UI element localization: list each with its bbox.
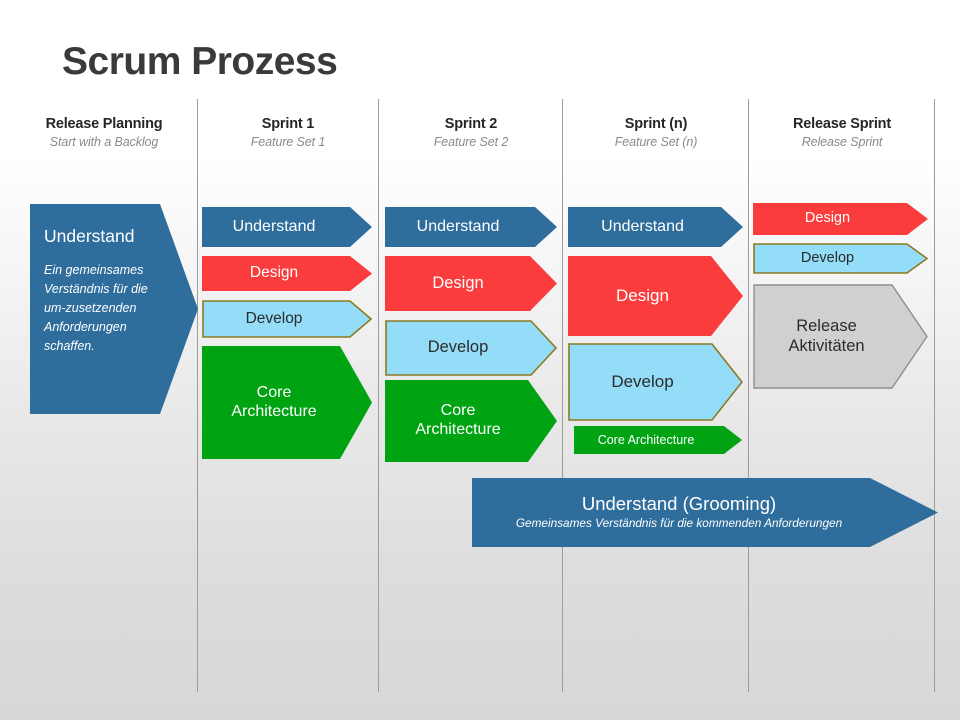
column-header-sprint-1: Sprint 1 Feature Set 1 [198,115,378,151]
chevron-shape [202,346,372,459]
column-header-release-planning: Release Planning Start with a Backlog [14,115,194,151]
chevron-shape [568,207,743,247]
chevron-understand-grooming[interactable]: Understand (Grooming) Gemeinsames Verstä… [472,478,938,547]
chevron-shape [385,256,557,311]
chevron-label: Design [432,273,484,292]
chevron-label: Understand [601,217,684,235]
column-divider-5 [934,99,935,692]
chevron-label: Develop [427,338,489,357]
chevron-shape [385,380,557,462]
chevron-label: Design [804,210,851,227]
chevron-sprint1-understand[interactable]: Understand [202,207,372,247]
column-subtitle: Release Sprint [801,135,883,149]
chevron-label: Develop [611,371,674,391]
chevron-sprintn-core-architecture[interactable]: Core Architecture [574,426,742,454]
column-subtitle: Feature Set (n) [614,135,698,149]
chevron-subtitle: Gemeinsames Verständnis für die kommende… [515,515,843,530]
chevron-label: Core Architecture [231,383,317,420]
chevron-sprint2-design[interactable]: Design [385,256,557,311]
chevron-label: Understand (Grooming) [581,493,777,515]
chevron-sprint1-design[interactable]: Design [202,256,372,291]
chevron-shape [385,320,557,376]
column-divider-4 [748,99,749,692]
chevron-label: Design [616,285,669,305]
column-subtitle: Feature Set 1 [250,135,326,149]
chevron-shape [753,203,928,235]
chevron-sprint2-understand[interactable]: Understand [385,207,557,247]
chevron-shape [753,243,928,274]
chevron-label: Develop [800,249,855,266]
column-header-sprint-2: Sprint 2 Feature Set 2 [380,115,562,151]
chevron-shape [753,284,928,389]
chevron-sprint1-develop[interactable]: Develop [202,300,372,338]
column-title: Release Planning [45,116,163,132]
column-title: Sprint 2 [444,116,498,132]
chevron-shape [574,426,742,454]
chevron-shape [30,204,198,414]
chevron-shape [568,256,743,336]
chevron-sprintn-develop[interactable]: Develop [568,343,743,421]
chevron-release-sprint-release-activities[interactable]: Release Aktivitäten [753,284,928,389]
chevron-sprint2-develop[interactable]: Develop [385,320,557,376]
chevron-label: Understand [416,217,500,235]
chevron-shape [202,207,372,247]
column-title: Sprint (n) [624,116,688,132]
chevron-label: Core Architecture [415,402,501,438]
chevron-shape [568,343,743,421]
chevron-release-sprint-design[interactable]: Design [753,203,928,235]
chevron-label: Develop [245,309,303,327]
chevron-sprint1-core-architecture[interactable]: Core Architecture [202,346,372,459]
chevron-release-sprint-develop[interactable]: Develop [753,243,928,274]
chevron-shape [202,256,372,291]
column-header-sprint-n: Sprint (n) Feature Set (n) [564,115,748,151]
page-title: Scrum Prozess [62,40,338,83]
chevron-label: Core Architecture [597,432,695,447]
column-divider-1 [197,99,198,692]
chevron-shape [202,300,372,338]
column-header-release-sprint: Release Sprint Release Sprint [750,115,934,151]
chevron-label: Understand [44,226,135,246]
chevron-sprintn-understand[interactable]: Understand [568,207,743,247]
chevron-label: Release Aktivitäten [788,317,865,355]
column-title: Sprint 1 [261,116,315,132]
chevron-shape [472,478,938,547]
chevron-sprint2-core-architecture[interactable]: Core Architecture [385,380,557,462]
chevron-subtitle: Ein gemeinsames Verständnis für die um-z… [44,262,148,353]
column-title: Release Sprint [793,116,891,132]
column-subtitle: Feature Set 2 [433,135,509,149]
chevron-label: Understand [232,217,316,235]
chevron-release-planning-understand[interactable]: Understand Ein gemeinsames Verständnis f… [30,204,198,414]
column-divider-3 [562,99,563,692]
column-subtitle: Start with a Backlog [49,135,159,149]
chevron-label: Design [249,264,299,282]
column-divider-2 [378,99,379,692]
chevron-shape [385,207,557,247]
chevron-sprintn-design[interactable]: Design [568,256,743,336]
